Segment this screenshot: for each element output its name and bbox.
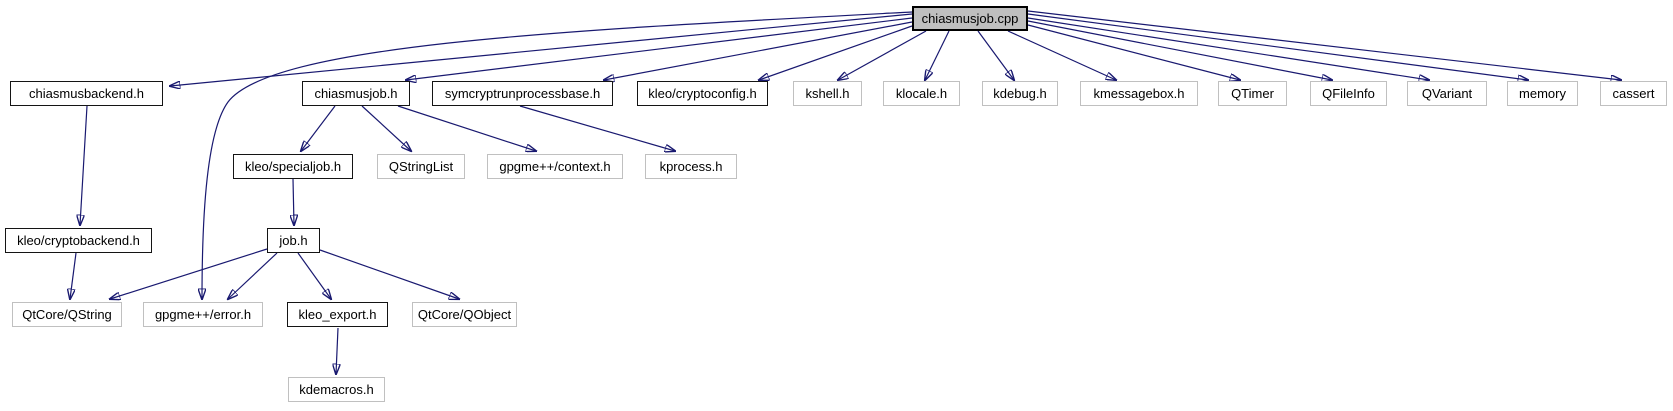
edge-root-to-cassert (1027, 10, 1621, 80)
node-label: kshell.h (805, 86, 850, 101)
node-qtimer: QTimer (1218, 81, 1287, 106)
node-chiasmusbackend-h[interactable]: chiasmusbackend.h (10, 81, 163, 106)
node-qfileinfo: QFileInfo (1310, 81, 1387, 106)
node-label: QTimer (1231, 86, 1274, 101)
node-kshell-h: kshell.h (793, 81, 862, 106)
edge-root-to-kshell (838, 30, 927, 80)
edge-root-to-kleo-cryptoconfig (759, 25, 913, 80)
node-label: kleo/cryptoconfig.h (648, 86, 757, 101)
edge-root-to-memory (1027, 13, 1528, 80)
node-gpgme-error-h: gpgme++/error.h (143, 302, 263, 327)
node-label: QVariant (1421, 86, 1473, 101)
edge-chiasmusbackend-to-kleo-cryptobackend (80, 105, 88, 225)
edge-chiasmusjob-to-kleo-specialjob (301, 105, 336, 151)
node-label: QFileInfo (1322, 86, 1375, 101)
node-kdemacros-h: kdemacros.h (288, 377, 385, 402)
edge-job-to-kleo-export (297, 252, 331, 299)
node-qvariant: QVariant (1407, 81, 1487, 106)
node-label: kleo/specialjob.h (244, 159, 342, 174)
node-label: cassert (1612, 86, 1655, 101)
node-qtcore-qstring: QtCore/QString (12, 302, 122, 327)
edge-job-to-qtcore-qobject (319, 249, 459, 299)
node-kdebug-h: kdebug.h (982, 81, 1058, 106)
edge-job-to-gpgme-error (228, 252, 278, 299)
edge-root-to-qtimer (1027, 24, 1240, 80)
node-label: kmessagebox.h (1093, 86, 1185, 101)
edge-root-to-symcryptrunprocessbase (604, 21, 913, 80)
node-klocale-h: klocale.h (883, 81, 960, 106)
node-label: chiasmusjob.cpp (921, 11, 1019, 26)
node-kleo-export-h[interactable]: kleo_export.h (287, 302, 388, 327)
node-kleo-specialjob-h[interactable]: kleo/specialjob.h (233, 154, 353, 179)
node-kprocess-h: kprocess.h (645, 154, 737, 179)
node-chiasmusjob-h[interactable]: chiasmusjob.h (302, 81, 410, 106)
edge-root-to-kmessagebox (1007, 30, 1116, 80)
node-label: kleo_export.h (298, 307, 377, 322)
node-cassert: cassert (1600, 81, 1667, 106)
node-label: QStringList (388, 159, 454, 174)
node-kmessagebox-h: kmessagebox.h (1080, 81, 1198, 106)
node-chiasmusjob-cpp: chiasmusjob.cpp (912, 6, 1028, 31)
edge-chiasmusjob-to-qstringlist (361, 105, 411, 151)
node-label: klocale.h (895, 86, 948, 101)
edge-kleo-specialjob-to-job (293, 178, 294, 225)
node-job-h[interactable]: job.h (267, 228, 320, 253)
edge-root-to-klocale (925, 30, 950, 80)
node-kleo-cryptobackend-h[interactable]: kleo/cryptobackend.h (5, 228, 152, 253)
edge-kleo-export-to-kdemacros (336, 327, 338, 374)
node-label: gpgme++/context.h (499, 159, 611, 174)
node-label: kprocess.h (659, 159, 723, 174)
edge-root-to-kdebug (977, 30, 1014, 80)
node-gpgme-context-h: gpgme++/context.h (487, 154, 623, 179)
node-label: QtCore/QObject (417, 307, 512, 322)
node-symcryptrunprocessbase-h[interactable]: symcryptrunprocessbase.h (432, 81, 613, 106)
node-memory: memory (1507, 81, 1578, 106)
node-label: chiasmusbackend.h (29, 86, 144, 101)
edge-root-to-chiasmusbackend (170, 13, 913, 86)
edge-root-to-qvariant (1027, 17, 1429, 80)
edge-kleo-cryptobackend-to-qtcore-qstring (70, 252, 77, 299)
node-label: QtCore/QString (22, 307, 112, 322)
edge-job-to-qtcore-qstring (110, 248, 268, 299)
node-label: kleo/cryptobackend.h (17, 233, 140, 248)
node-qstringlist: QStringList (377, 154, 465, 179)
edge-symcryptrunprocessbase-to-kprocess (519, 105, 675, 151)
node-label: kdemacros.h (299, 382, 374, 397)
node-label: job.h (279, 233, 308, 248)
edge-chiasmusjob-to-gpgme-context (397, 105, 536, 151)
node-label: kdebug.h (993, 86, 1047, 101)
node-label: memory (1519, 86, 1566, 101)
edge-root-to-chiasmusjob (406, 17, 913, 80)
node-qtcore-qobject: QtCore/QObject (412, 302, 517, 327)
node-label: gpgme++/error.h (154, 307, 252, 322)
node-kleo-cryptoconfig-h[interactable]: kleo/cryptoconfig.h (637, 81, 768, 106)
edge-root-to-qfileinfo (1027, 20, 1332, 80)
node-label: chiasmusjob.h (314, 86, 398, 101)
node-label: symcryptrunprocessbase.h (444, 86, 601, 101)
